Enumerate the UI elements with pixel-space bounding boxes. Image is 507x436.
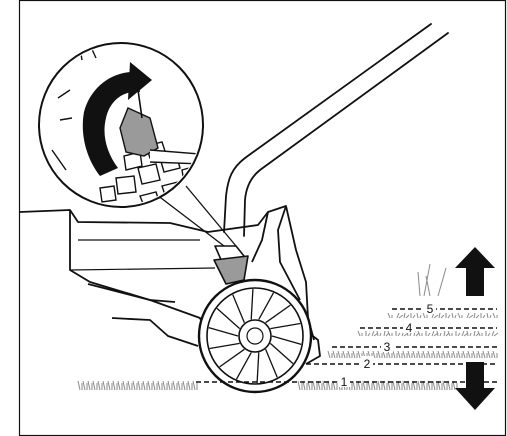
arrow-down-icon [455,362,495,410]
zoomed-lever [119,107,159,157]
rotation-arrow-icon [82,62,152,176]
height-level-label-4: 4 [406,321,413,335]
height-level-label-1: 1 [341,375,348,389]
magnified-detail [38,42,237,247]
height-level-label-2: 2 [364,357,371,371]
height-adjust-lever [213,245,249,285]
grass-texture [77,263,499,391]
height-level-label-3: 3 [384,340,391,354]
height-levels [196,308,497,383]
rear-wheel [197,278,313,394]
lawnmower-handle [223,23,449,237]
height-level-label-5: 5 [427,302,434,316]
arrow-up-icon [455,247,495,296]
